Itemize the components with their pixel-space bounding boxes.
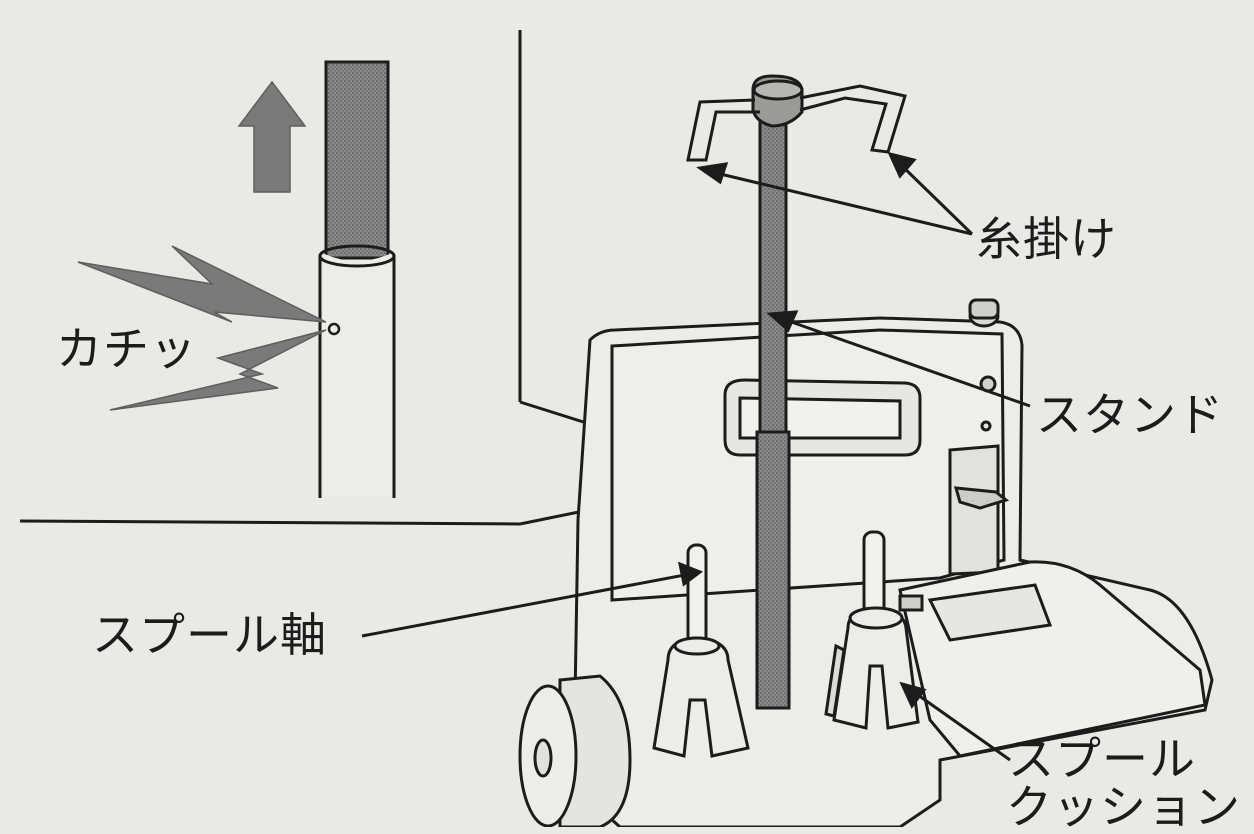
stand-detail xyxy=(318,60,396,498)
lock-hole-icon xyxy=(327,322,341,336)
click-spark-icon xyxy=(109,329,327,411)
spool-cushion-label-line1: スプール xyxy=(1008,732,1196,786)
spool-cushion-label-line2: クッション xyxy=(1006,780,1241,834)
spool-left xyxy=(652,543,750,758)
spool-pin-label: スプール軸 xyxy=(92,608,327,662)
spool-right xyxy=(824,530,920,730)
leader-lines xyxy=(361,151,1031,762)
click-sound-label: カチッ xyxy=(56,322,197,376)
thread-stand xyxy=(686,74,907,710)
click-spark-icon xyxy=(77,245,327,323)
thread-guide-label: 糸掛け xyxy=(976,212,1117,266)
pull-up-arrow-icon xyxy=(237,80,307,193)
stand-label: スタンド xyxy=(1036,388,1224,442)
